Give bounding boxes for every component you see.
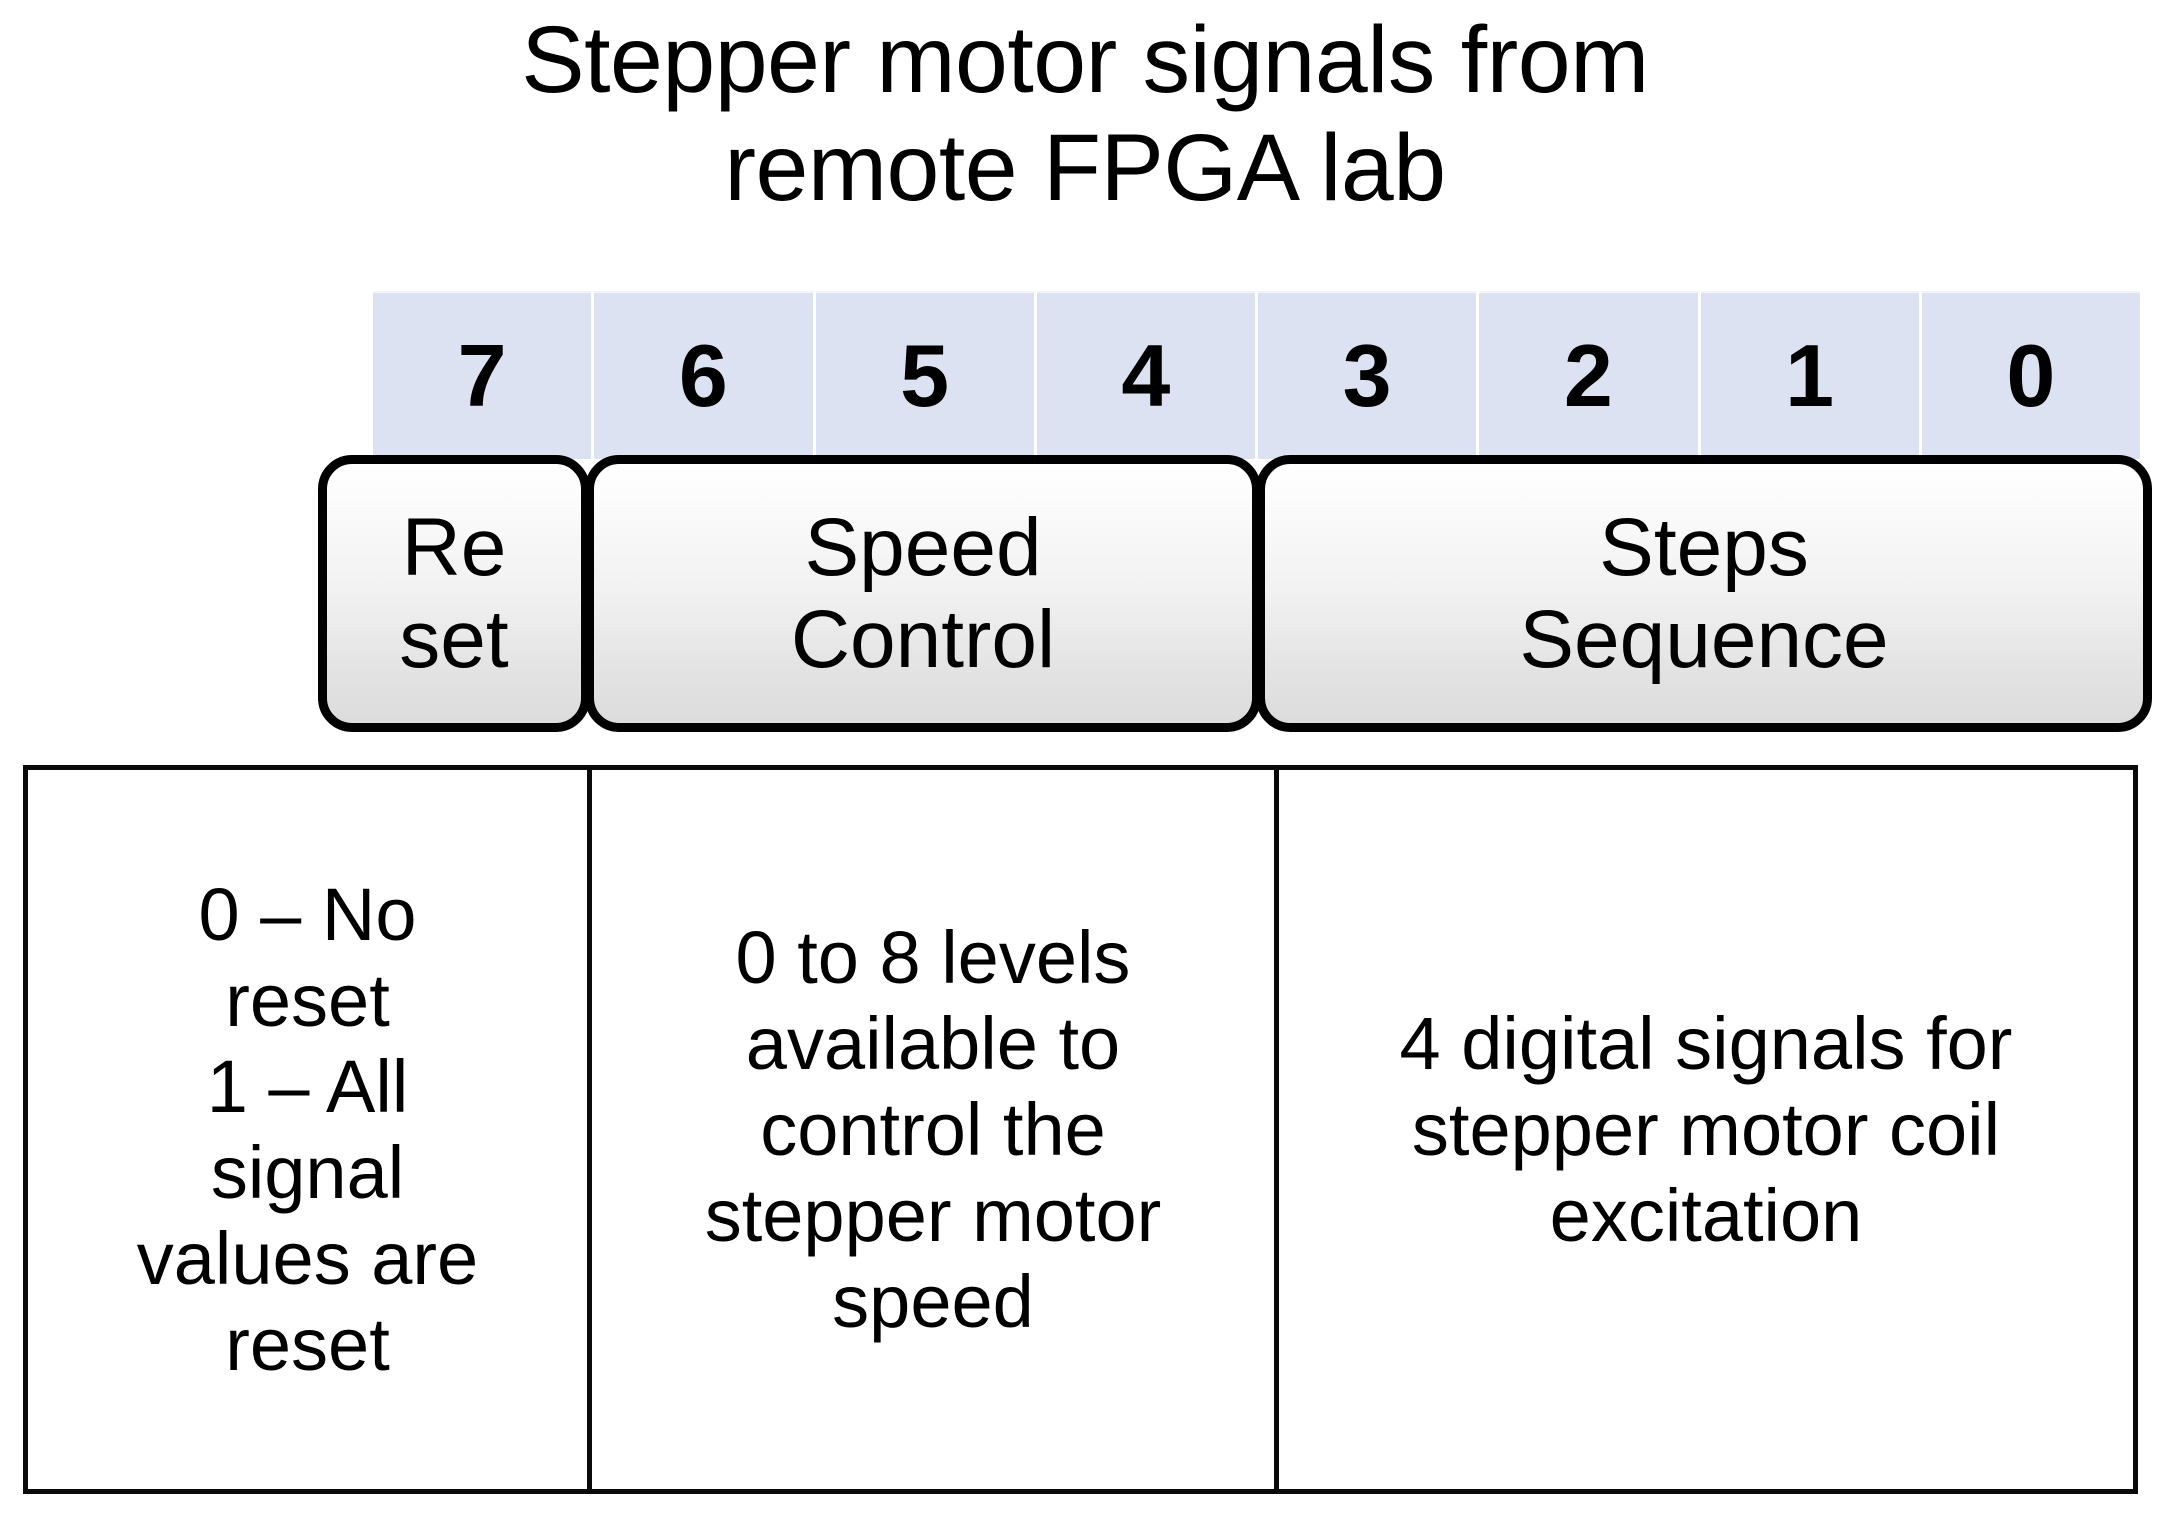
bit-cell-1: 1 [1700,291,1922,459]
bit-cell-0: 0 [1921,291,2140,459]
description-cell-reset: 0 – No reset 1 – All signal values are r… [28,770,592,1489]
bit-cell-6: 6 [594,291,816,459]
page-title: Stepper motor signals from remote FPGA l… [521,7,1649,221]
field-box-steps-sequence: Steps Sequence [1256,455,2152,732]
bit-cell-5: 5 [815,291,1037,459]
bit-cell-4: 4 [1036,291,1258,459]
description-table: 0 – No reset 1 – All signal values are r… [23,765,2138,1494]
bit-index-row: 7 6 5 4 3 2 1 0 [373,291,2140,459]
bit-cell-3: 3 [1258,291,1480,459]
field-box-group: Re set Speed Control Steps Sequence [318,455,2152,732]
field-box-reset: Re set [318,455,590,732]
bit-cell-2: 2 [1479,291,1701,459]
description-cell-speed-control: 0 to 8 levels available to control the s… [592,770,1279,1489]
description-cell-steps-sequence: 4 digital signals for stepper motor coil… [1399,1001,2013,1257]
bit-cell-7: 7 [373,291,595,459]
field-box-speed-control: Speed Control [585,455,1261,732]
